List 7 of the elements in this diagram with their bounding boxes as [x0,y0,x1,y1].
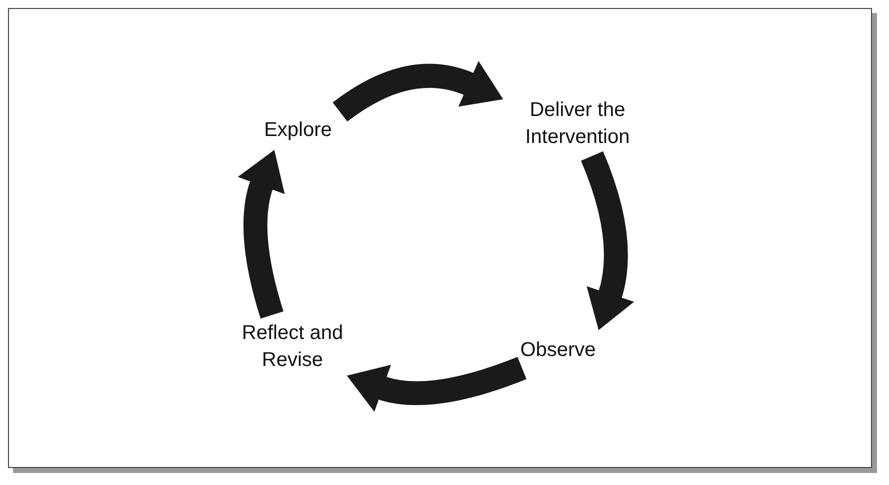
curved-arrow [346,356,526,412]
curved-arrow [238,149,286,318]
stage-label: Deliver the Intervention [524,98,631,150]
stage-label: Reflect and Revise [240,321,344,373]
stage-label: Observe [520,338,596,362]
curved-arrow [580,151,634,331]
stage-label: Explore [264,118,332,142]
